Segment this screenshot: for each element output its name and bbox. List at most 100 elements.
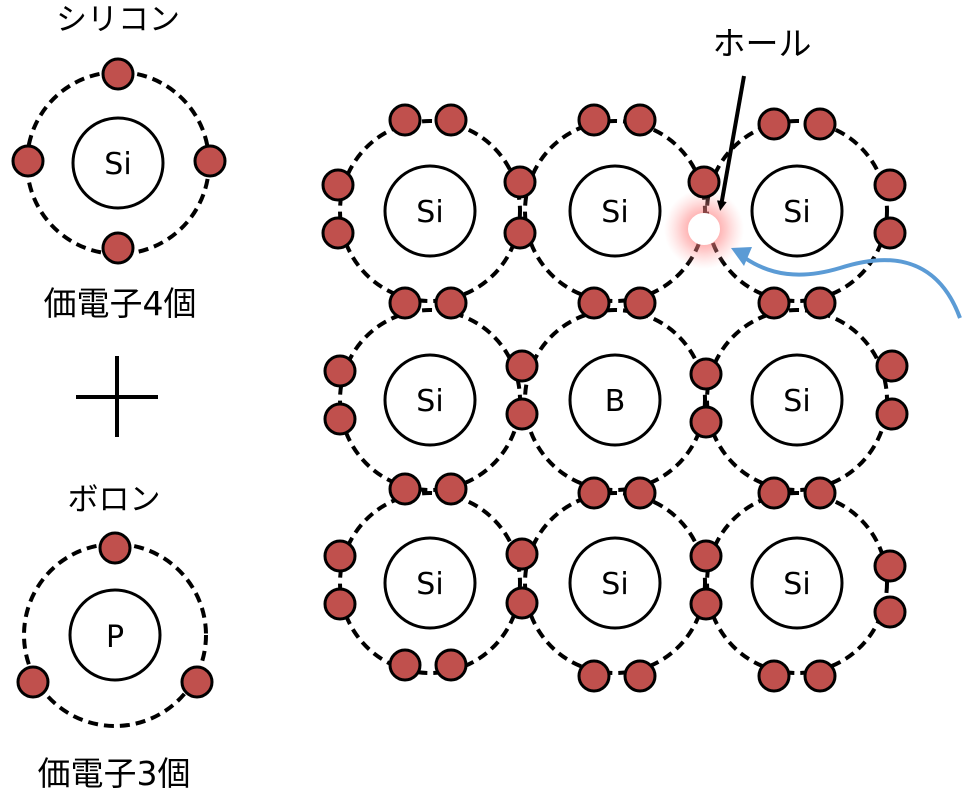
nucleus-r1c1 <box>383 164 477 258</box>
shell-r2c2 <box>523 308 707 492</box>
electron <box>388 472 422 506</box>
electron <box>689 357 723 391</box>
shell-r3c3 <box>705 491 889 675</box>
electron <box>689 539 723 573</box>
electron <box>505 586 539 620</box>
shell-r1c1 <box>338 119 522 303</box>
atom-symbol-r1c1: Si <box>416 195 443 230</box>
electron <box>623 659 657 693</box>
boron-atom-model: ボロン P 価電子3個 <box>16 482 214 790</box>
electron <box>577 103 611 137</box>
boron-shell <box>22 542 208 728</box>
silicon-electron-right <box>193 144 227 178</box>
electron <box>577 659 611 693</box>
lattice-symbols: Si Si Si Si B Si Si Si Si <box>416 195 810 602</box>
electron <box>323 587 357 621</box>
nucleus-r3c3 <box>750 536 844 630</box>
lattice-electrons <box>321 103 909 693</box>
hole-pointer-arrow <box>716 75 746 211</box>
electron <box>623 476 657 510</box>
boron-caption: 価電子3個 <box>38 754 191 790</box>
electron <box>434 472 468 506</box>
electron <box>757 476 791 510</box>
silicon-symbol: Si <box>104 147 131 182</box>
electron <box>505 397 539 431</box>
boron-electron-right <box>180 665 214 699</box>
atom-symbol-r3c2: Si <box>601 567 628 602</box>
silicon-title: シリコン <box>56 2 180 38</box>
electron <box>623 103 657 137</box>
atom-symbol-r2c2: B <box>605 384 626 419</box>
electron <box>388 286 422 320</box>
lattice-shells <box>338 119 889 675</box>
silicon-nucleus <box>71 116 165 210</box>
atom-symbol-r3c1: Si <box>416 567 443 602</box>
electron <box>434 103 468 137</box>
electron <box>803 659 837 693</box>
electron <box>323 402 357 436</box>
electron <box>757 659 791 693</box>
atom-symbol-r1c3: Si <box>783 195 810 230</box>
electron <box>323 354 357 388</box>
plus-sign <box>76 356 158 437</box>
electron <box>577 476 611 510</box>
boron-electron-left <box>16 665 50 699</box>
crystal-lattice: Si Si Si Si B Si Si Si Si <box>321 24 962 693</box>
nucleus-r3c2 <box>568 536 662 630</box>
electron <box>388 648 422 682</box>
nucleus-r2c3 <box>750 353 844 447</box>
electron <box>803 107 837 141</box>
hole <box>688 213 720 245</box>
electron <box>757 286 791 320</box>
silicon-caption: 価電子4個 <box>44 284 197 323</box>
electron <box>323 539 357 573</box>
nucleus-r2c1 <box>383 353 477 447</box>
shell-r3c1 <box>338 491 522 675</box>
atom-symbol-r3c3: Si <box>783 567 810 602</box>
boron-title: ボロン <box>68 482 161 518</box>
atom-symbol-r1c2: Si <box>601 195 628 230</box>
boron-nucleus <box>68 588 162 682</box>
electron <box>434 286 468 320</box>
silicon-atom-model: シリコン Si 価電子4個 <box>11 2 227 323</box>
electron <box>687 165 721 199</box>
electron-flow-arrow <box>743 256 962 319</box>
atom-symbol-r2c1: Si <box>416 384 443 419</box>
electron <box>321 168 355 202</box>
electron <box>505 349 539 383</box>
electron <box>875 397 909 431</box>
electron <box>689 405 723 439</box>
electron <box>505 537 539 571</box>
nucleus-r1c3 <box>750 164 844 258</box>
nucleus-r1c2 <box>568 164 662 258</box>
nucleus-r2c2 <box>568 353 662 447</box>
silicon-electron-left <box>11 144 45 178</box>
electron <box>873 549 907 583</box>
electron-flow-arrowhead <box>731 247 752 266</box>
electron <box>503 165 537 199</box>
electron <box>803 476 837 510</box>
electron <box>689 587 723 621</box>
boron-electron-top <box>98 531 132 565</box>
atom-symbol-r2c3: Si <box>783 384 810 419</box>
nucleus-r3c1 <box>383 536 477 630</box>
shell-r3c2 <box>523 491 707 675</box>
boron-symbol: P <box>106 620 124 655</box>
electron <box>873 168 907 202</box>
electron <box>623 286 657 320</box>
electron <box>388 103 422 137</box>
electron <box>873 216 907 250</box>
silicon-electron-top <box>101 57 135 91</box>
electron <box>757 107 791 141</box>
lattice-nuclei <box>383 164 844 630</box>
electron <box>803 286 837 320</box>
silicon-electron-bottom <box>101 231 135 265</box>
electron <box>577 286 611 320</box>
electron <box>321 216 355 250</box>
electron <box>873 595 907 629</box>
electron <box>434 648 468 682</box>
shell-r1c3 <box>705 119 889 303</box>
hole-label: ホール <box>713 24 812 63</box>
electron <box>875 349 909 383</box>
